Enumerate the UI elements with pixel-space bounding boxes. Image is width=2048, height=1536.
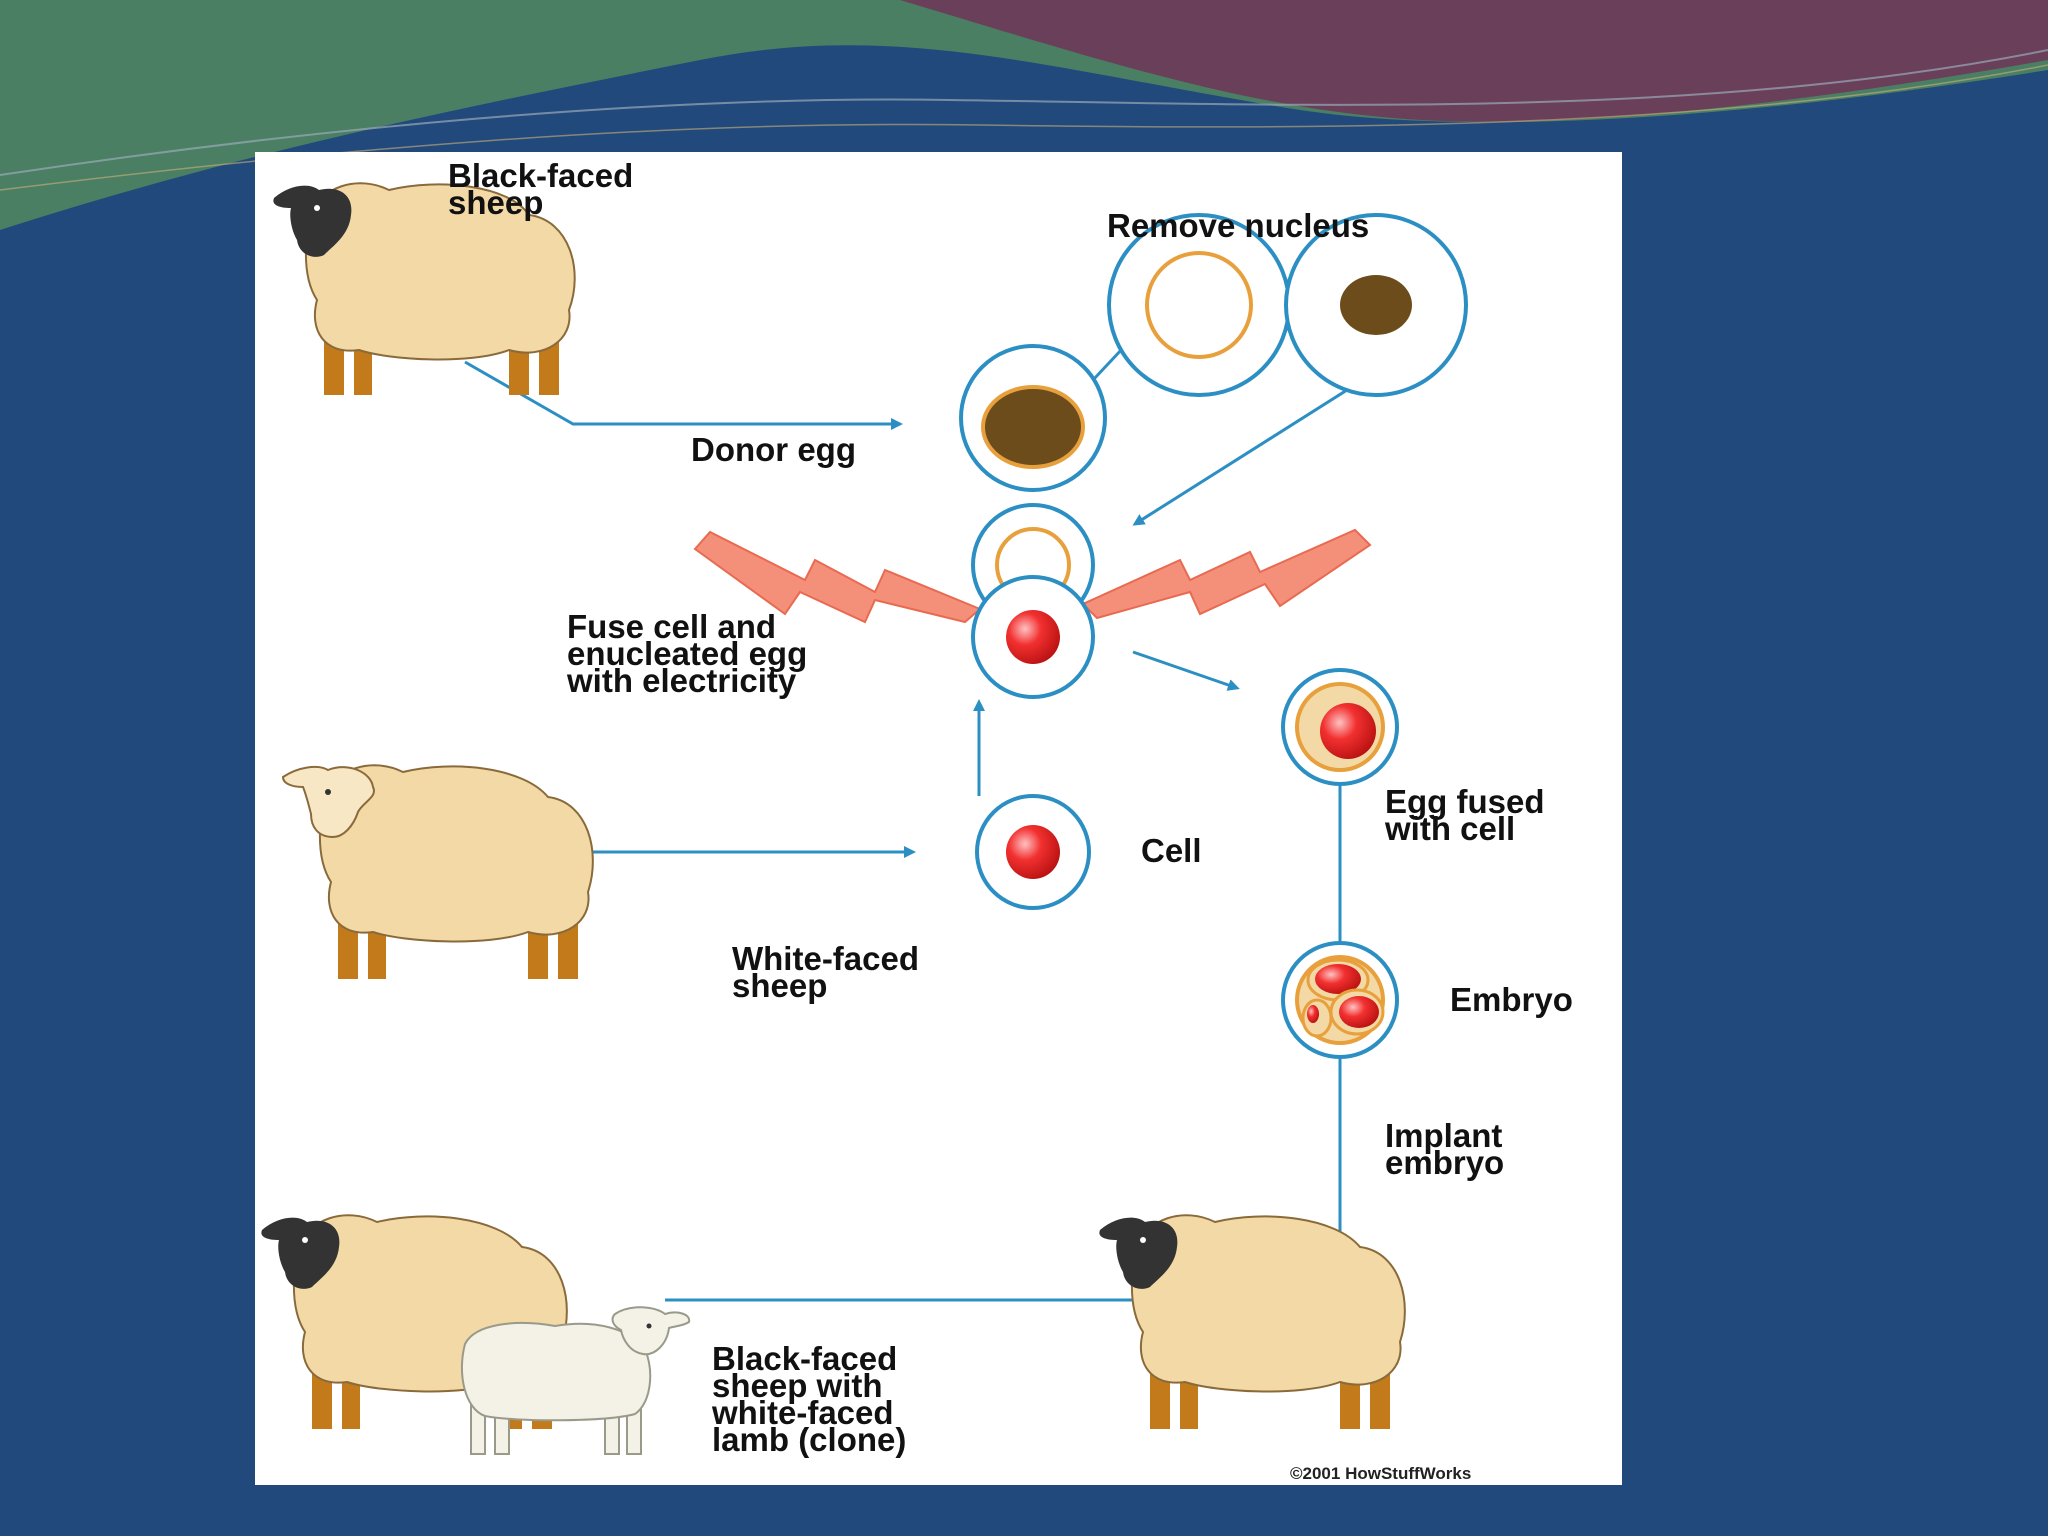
lightning-bolt-right [1081,528,1372,620]
label-cell: Cell [1141,832,1202,869]
surrogate-black-faced-sheep [1099,1214,1406,1429]
embryo-cell [1281,941,1399,1059]
egg-fused-cell [1281,668,1399,786]
arrow-nucleus-to-fusion [1132,364,1386,526]
label-fuse-cell: Fuse cell and enucleated egg with electr… [567,608,808,699]
donor-egg-cell [959,344,1107,492]
somatic-cell [975,794,1091,910]
arrow-fusion-to-egg-fused [1132,650,1240,691]
cloning-diagram-panel: Black-faced sheep Remove nucleus Donor e… [255,152,1622,1485]
label-donor-egg: Donor egg [691,431,856,468]
label-egg-fused: Egg fused with cell [1385,783,1545,847]
white-faced-lamb-clone [461,1306,691,1455]
fusion-cells [971,503,1095,699]
cloning-diagram [261,182,1468,1455]
label-clone-result: Black-faced sheep with white-faced lamb … [712,1340,907,1458]
label-black-faced-sheep: Black-faced sheep [448,157,634,221]
connector-lines [464,330,1386,1302]
remove-nucleus-cells [1107,213,1468,397]
label-embryo: Embryo [1450,981,1573,1018]
label-white-faced-sheep: White-faced sheep [732,940,920,1004]
label-remove-nucleus: Remove nucleus [1107,207,1370,244]
arrow-sheep-to-donor-egg [464,360,903,430]
black-faced-sheep-donor [273,182,576,395]
copyright-notice: ©2001 HowStuffWorks [1290,1464,1472,1483]
label-implant-embryo: Implant embryo [1385,1117,1505,1181]
white-faced-sheep [281,764,594,979]
